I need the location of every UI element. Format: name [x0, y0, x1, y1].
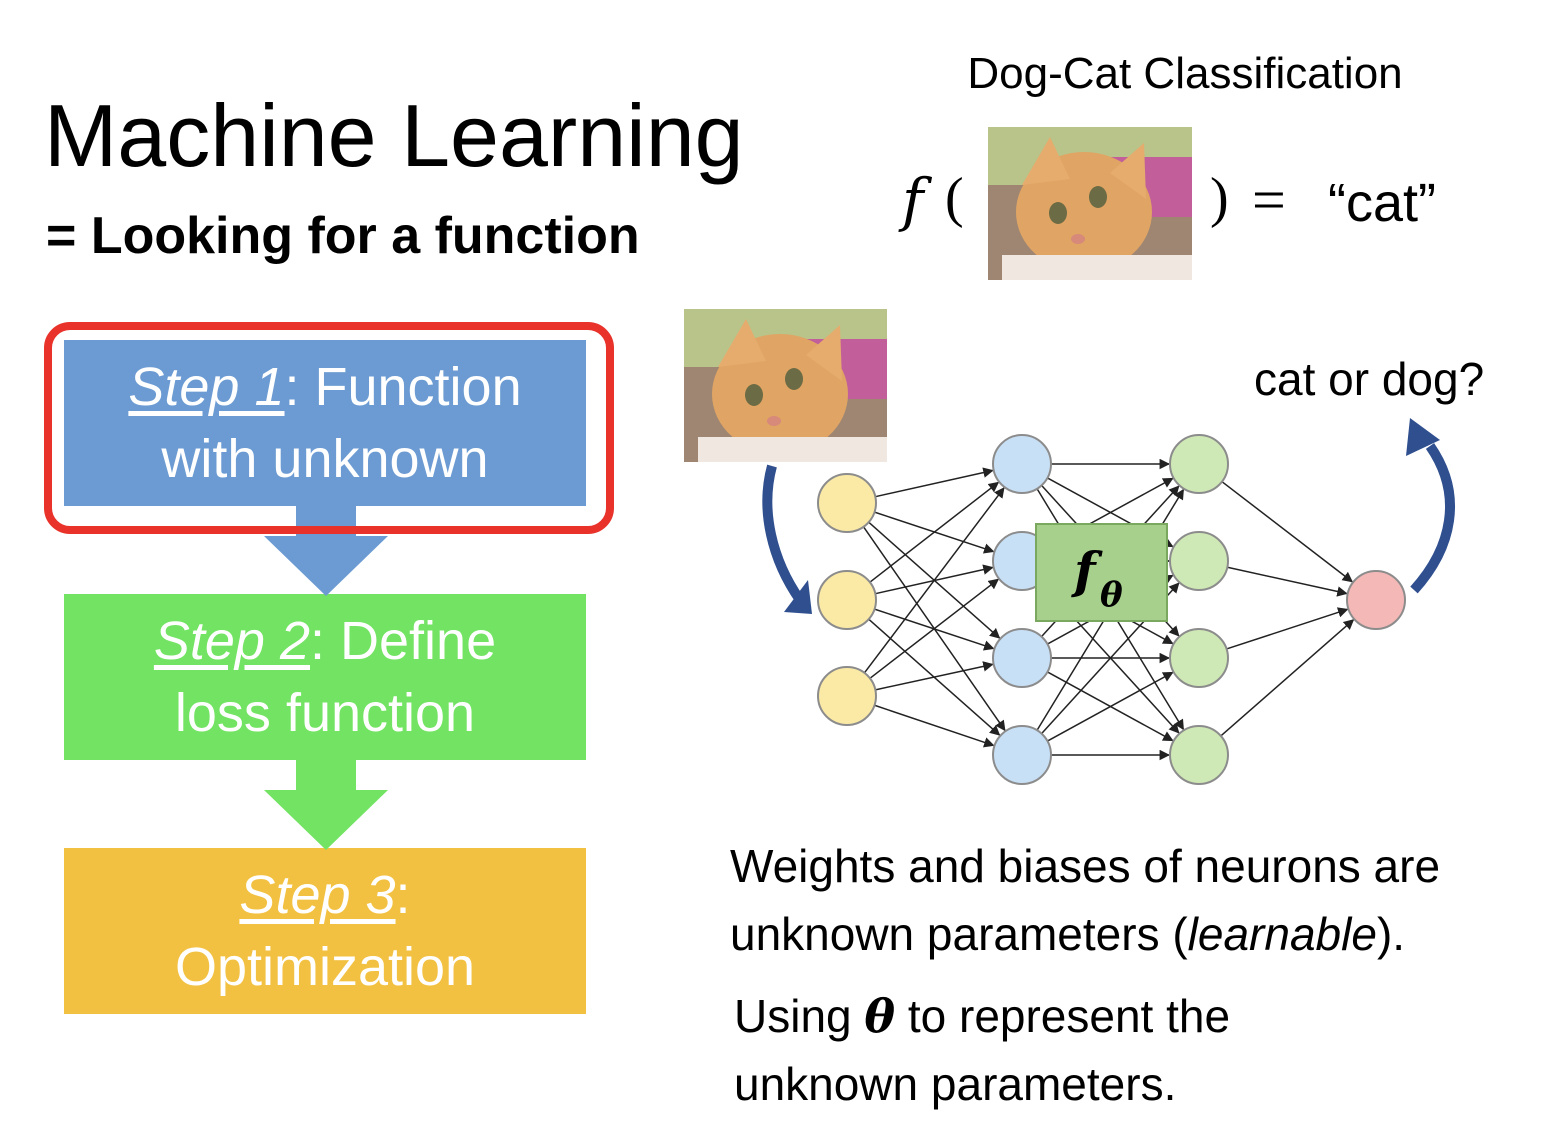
connection-1-3-2: [1047, 671, 1174, 742]
classification-title: Dog-Cat Classification: [967, 49, 1403, 98]
function-box: [1035, 523, 1168, 622]
connection-2-3-0: [1220, 619, 1355, 737]
description-line-1: Weights and biases of neurons are: [730, 840, 1441, 892]
step-2-suffix: : Define: [310, 611, 497, 671]
output-question: cat or dog?: [1254, 353, 1485, 405]
theta-symbol: θ: [864, 989, 896, 1043]
step-2-line2: loss function: [174, 683, 476, 743]
neuron-layer2-3: [1169, 725, 1229, 785]
output-arrow-icon: [1410, 443, 1455, 594]
description-block-2: Using θ to represent the unknown paramet…: [734, 982, 1230, 1118]
description-line-3-end: to represent the: [895, 990, 1231, 1042]
neuron-layer0-0: [817, 473, 877, 533]
neuron-layer1-2: [992, 628, 1052, 688]
connection-2-1-0: [1227, 566, 1348, 597]
step-1-name: Step 1: [128, 357, 285, 417]
connection-0-0-0: [875, 467, 994, 498]
neuron-layer0-1: [817, 570, 877, 630]
neuron-layer1-0: [992, 434, 1052, 494]
input-arrow-icon: [762, 464, 805, 603]
step-1-suffix: : Function: [284, 357, 522, 417]
cat-photo-small: [988, 127, 1192, 280]
function-subscript: θ: [1100, 575, 1123, 615]
connection-0-2-2: [875, 661, 994, 691]
step-3-name: Step 3: [239, 865, 396, 925]
step-1-highlight-frame: [44, 322, 614, 534]
connection-0-2-0: [863, 487, 1005, 674]
neuron-layer2-0: [1169, 434, 1229, 494]
page-title: Machine Learning: [44, 86, 744, 185]
description-block-1: Weights and biases of neurons are unknow…: [730, 832, 1440, 968]
page-subtitle: = Looking for a function: [46, 207, 640, 265]
step-1-line2: with unknown: [161, 429, 489, 489]
input-arrow-head-icon: [784, 580, 812, 614]
step-2-box: Step 2: Define loss function: [64, 594, 586, 760]
flow-arrow-2-icon: [264, 760, 388, 850]
step-3-suffix: :: [395, 865, 411, 925]
step-1-box: Step 1: Function with unknown: [64, 340, 586, 506]
neuron-layer1-3: [992, 725, 1052, 785]
output-arrow-head-icon: [1406, 418, 1440, 456]
connection-2-0-0: [1221, 481, 1354, 583]
neuron-layer3-0: [1346, 570, 1406, 630]
description-line-2-end: ).: [1376, 908, 1406, 960]
classification-output: “cat”: [1328, 173, 1436, 233]
step-3-line2: Optimization: [174, 937, 476, 997]
close-paren: ): [1210, 167, 1229, 229]
neuron-layer2-2: [1169, 628, 1229, 688]
connection-2-2-0: [1226, 607, 1349, 650]
connection-0-2-3: [874, 704, 995, 748]
neuron-layer0-2: [817, 666, 877, 726]
cat-photo-input: [684, 309, 887, 462]
description-line-3-start: Using: [734, 990, 865, 1042]
function-letter: f: [902, 166, 924, 234]
neuron-layer2-1: [1169, 531, 1229, 591]
connection-0-2-1: [869, 578, 1000, 679]
description-line-4: unknown parameters.: [734, 1058, 1177, 1110]
step-2-name: Step 2: [153, 611, 310, 671]
connection-0-1-0: [869, 481, 1000, 583]
description-line-2-start: unknown parameters (: [730, 908, 1188, 960]
description-learnable: learnable: [1187, 908, 1377, 960]
equals-sign: =: [1252, 167, 1286, 233]
open-paren: (: [945, 167, 964, 229]
flow-arrow-1-icon: [264, 506, 388, 596]
step-3-box: Step 3: Optimization: [64, 848, 586, 1014]
